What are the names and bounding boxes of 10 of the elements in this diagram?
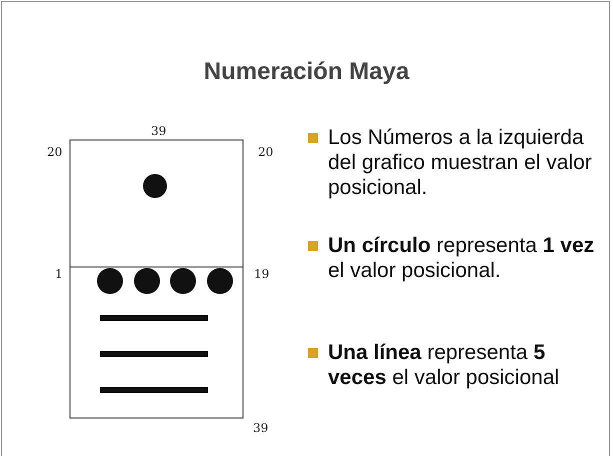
position-number: 19 [254, 267, 270, 281]
slide-title: Numeración Maya [202, 58, 410, 86]
position-number: 39 [151, 124, 166, 138]
position-number: 20 [258, 145, 274, 159]
position-number: 20 [47, 145, 62, 159]
bullet-text: Un círculo representa 1 vez el valor posicional. [328, 233, 596, 283]
position-number: 1 [55, 267, 63, 281]
bullet-text: Los Números a la izquierda del grafico muestran el valor posicional. [328, 125, 593, 200]
position-number: 39 [253, 421, 268, 435]
bullet-text: Una línea representa 5 veces el valor posicional [328, 340, 560, 390]
